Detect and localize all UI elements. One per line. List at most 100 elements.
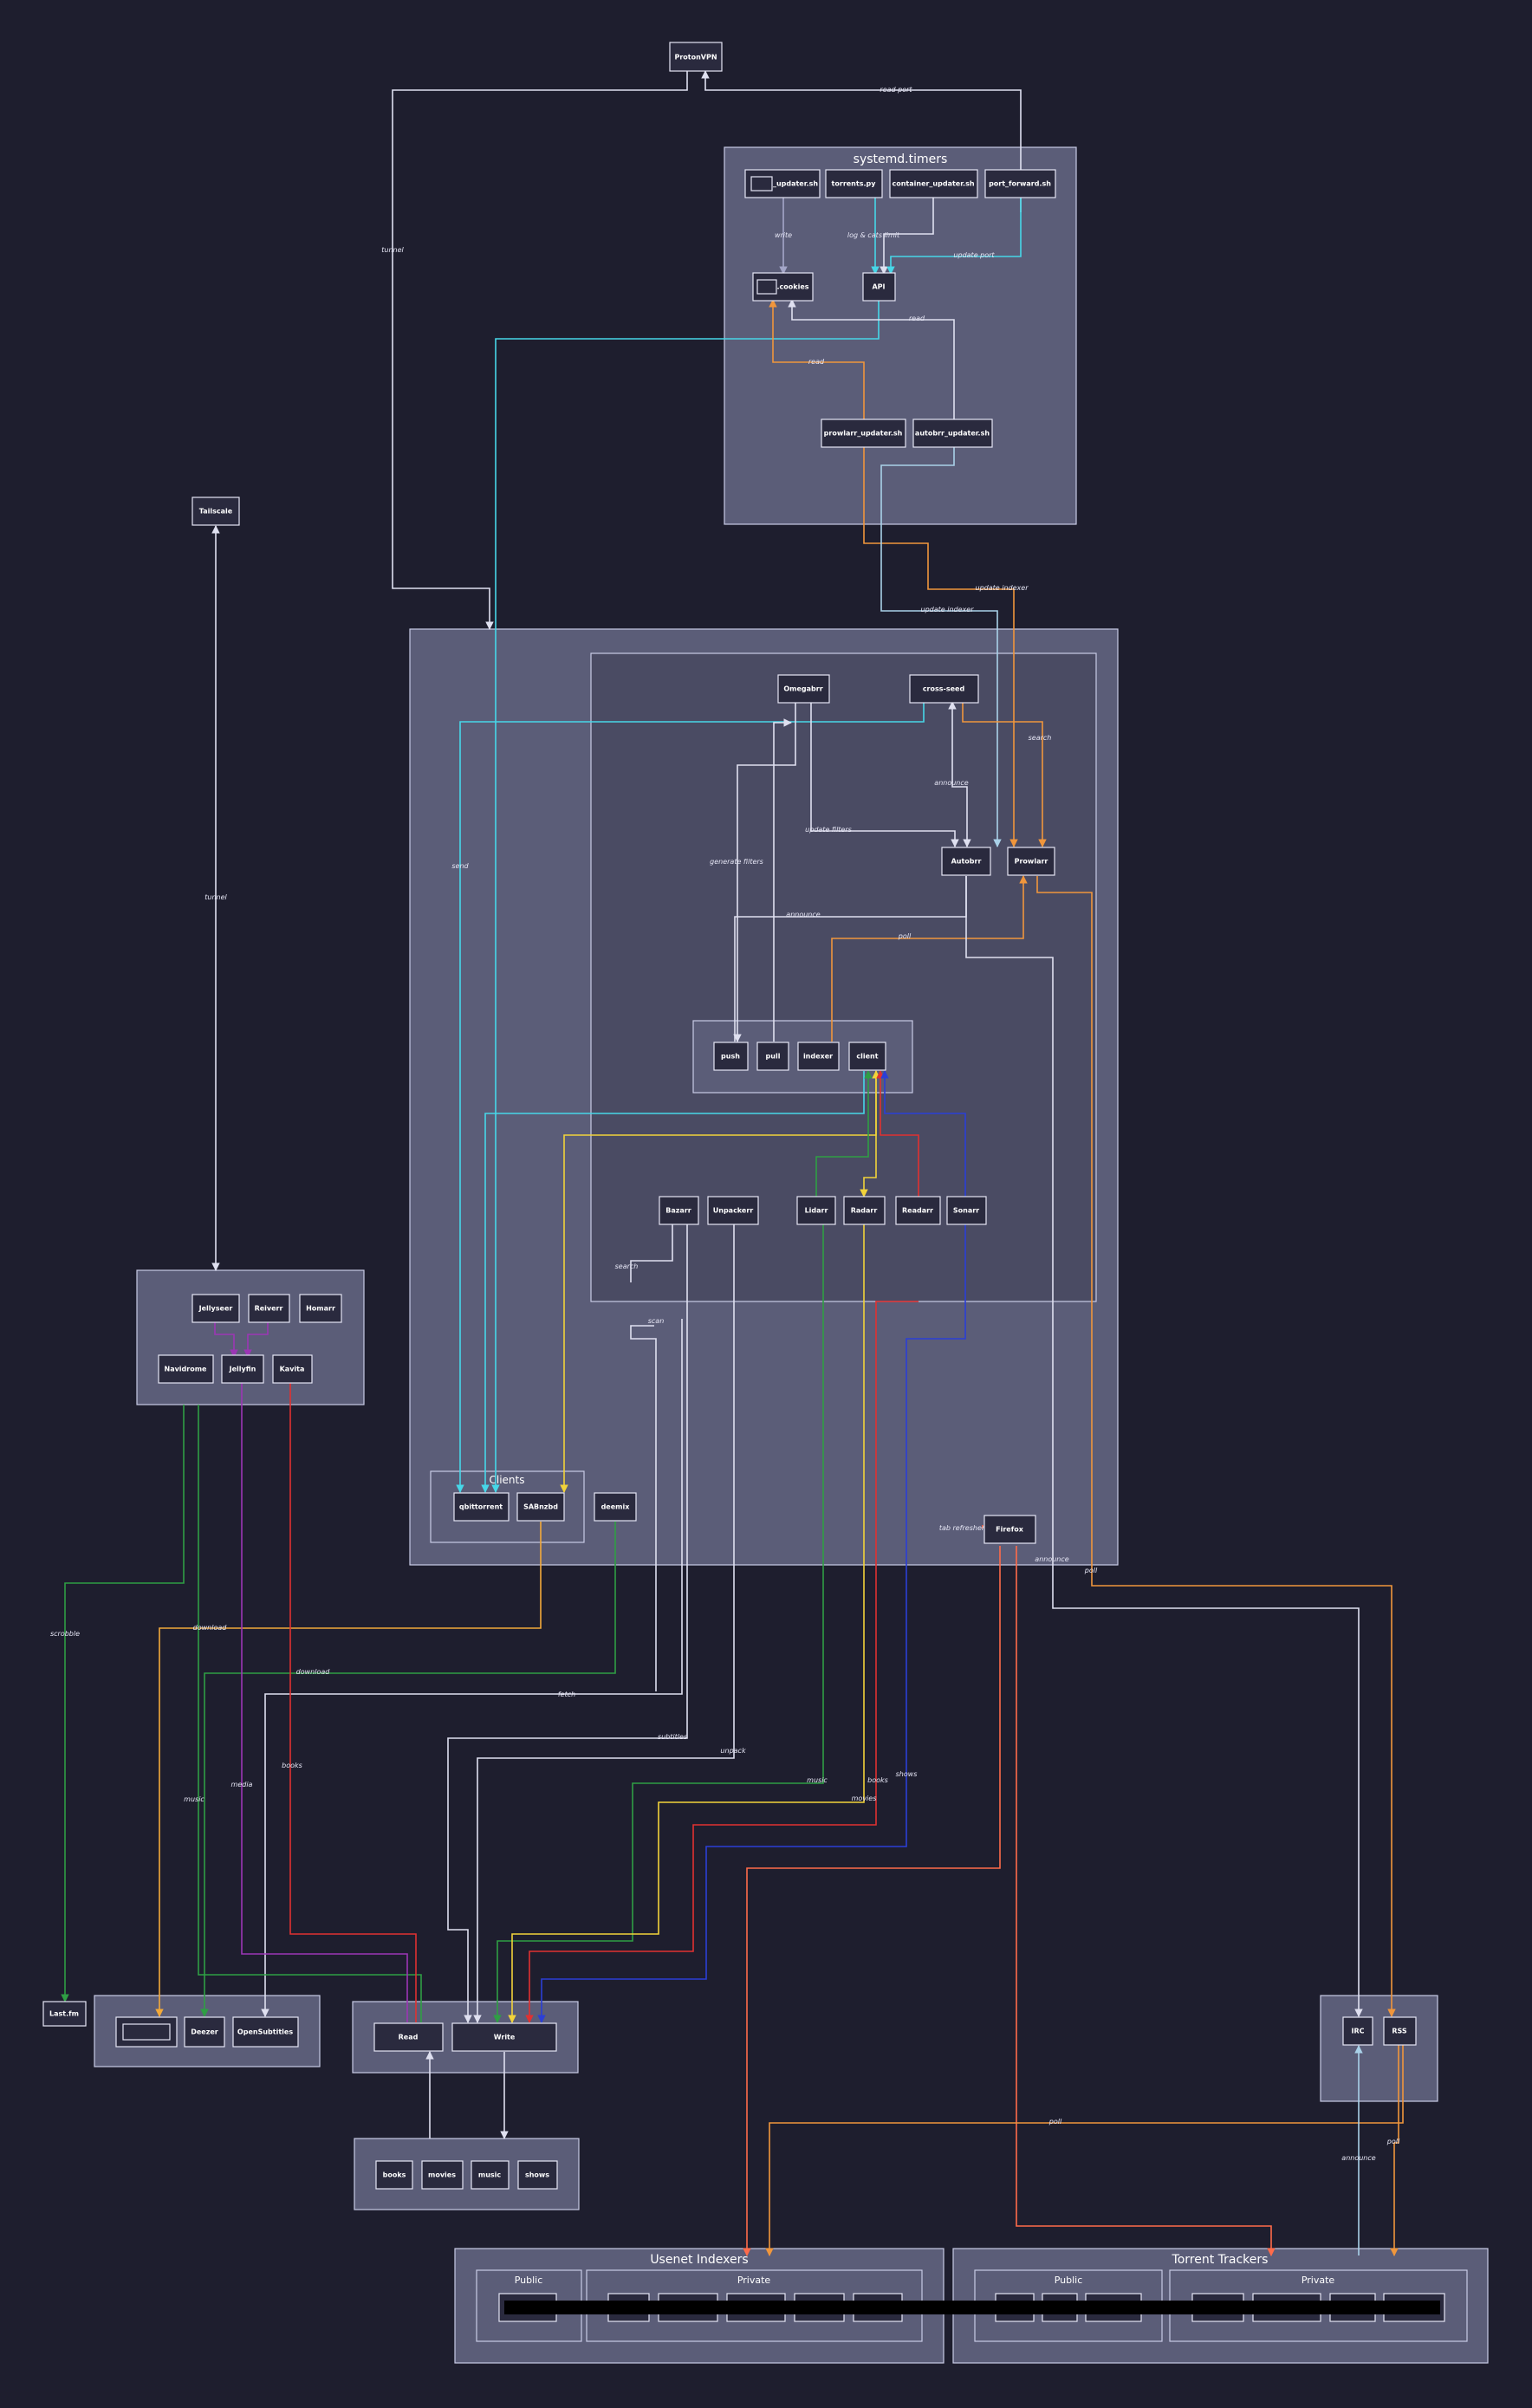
node-unpackerr[interactable]: Unpackerr (707, 1196, 759, 1225)
node-omegabrr[interactable]: Omegabrr (777, 674, 830, 704)
svg-text:API: API (872, 283, 885, 291)
node-push[interactable]: push (713, 1042, 749, 1071)
svg-text:IRC: IRC (1351, 2028, 1364, 2035)
edge-read-cookies (788, 299, 955, 421)
svg-text:Read: Read (399, 2034, 419, 2041)
edge-label: scrobble (50, 1630, 80, 1638)
edge-label: subtitles (658, 1733, 687, 1741)
edge-label: search (615, 1262, 639, 1270)
svg-text:Navidrome: Navidrome (165, 1366, 208, 1373)
node-redacted-service[interactable] (115, 2016, 178, 2048)
edge-update-port (886, 196, 1022, 275)
edge-read-prowlarr (769, 299, 865, 421)
node-opensubtitles[interactable]: OpenSubtitles (232, 2016, 299, 2048)
node-jellyseer[interactable]: Jellyseer (192, 1294, 240, 1323)
edge-prowlarr-rss (1036, 876, 1396, 2017)
node-reiverr[interactable]: Reiverr (248, 1294, 290, 1323)
edge-reiverr-jellyfin (243, 1322, 269, 1358)
node-pull[interactable]: pull (756, 1042, 789, 1071)
edge-labels: read port tunnel tunnel write log & cats… (50, 86, 1400, 2162)
node-read[interactable]: Read (373, 2022, 444, 2052)
edge-label: fetch (558, 1691, 575, 1698)
node-tailscale[interactable]: Tailscale (192, 497, 240, 526)
edge-tunnel-vpn (392, 71, 688, 630)
edge-label: send (451, 862, 469, 870)
node-protonvpn[interactable]: ProtonVPN (669, 42, 723, 72)
node-api[interactable]: API (862, 272, 896, 302)
node-write[interactable]: Write (451, 2022, 557, 2052)
svg-text:Autobrr: Autobrr (951, 858, 982, 866)
edge-label: generate filters (710, 858, 763, 866)
svg-text:torrents.py: torrents.py (832, 180, 877, 188)
node-torrents-py[interactable]: torrents.py (825, 169, 883, 198)
edge-poll-3 (765, 2031, 1404, 2256)
svg-text:Write: Write (494, 2034, 516, 2041)
svg-text:books: books (383, 2171, 406, 2179)
svg-text:RSS: RSS (1392, 2028, 1407, 2035)
edge-container-api (880, 196, 934, 275)
node-kavita[interactable]: Kavita (272, 1354, 313, 1384)
svg-text:Radarr: Radarr (851, 1207, 878, 1215)
svg-text:music: music (478, 2171, 502, 2179)
node-indexer[interactable]: indexer (797, 1042, 840, 1071)
node-updater-sh[interactable]: _updater.sh (744, 169, 821, 198)
node-navidrome[interactable]: Navidrome (158, 1354, 214, 1384)
edge-label: tunnel (381, 246, 404, 254)
node-cookies[interactable]: .cookies (752, 272, 814, 302)
edge-scan (630, 1325, 657, 1691)
node-qbittorrent[interactable]: qbittorrent (453, 1492, 510, 1522)
edge-movies (508, 1224, 865, 2023)
node-prowlarr[interactable]: Prowlarr (1007, 847, 1055, 876)
node-bazarr[interactable]: Bazarr (659, 1196, 699, 1225)
node-firefox[interactable]: Firefox (983, 1515, 1036, 1544)
edge-generate-filters (733, 702, 796, 1042)
node-rss[interactable]: RSS (1383, 2016, 1417, 2046)
edge-label: update filters (805, 826, 852, 834)
edge-send (456, 702, 925, 1493)
edge-label: read (808, 358, 825, 366)
node-autobrr[interactable]: Autobrr (941, 847, 991, 876)
node-lidarr[interactable]: Lidarr (796, 1196, 836, 1225)
edge-subtitles (447, 1224, 688, 2023)
node-lastfm[interactable]: Last.fm (42, 2001, 87, 2027)
svg-text:prowlarr_updater.sh: prowlarr_updater.sh (824, 430, 903, 438)
node-deemix[interactable]: deemix (594, 1492, 637, 1522)
node-sonarr[interactable]: Sonarr (946, 1196, 987, 1225)
node-cross-seed[interactable]: cross-seed (909, 674, 979, 704)
svg-text:qbittorrent: qbittorrent (459, 1503, 503, 1511)
edge-label: announce (1035, 1555, 1068, 1563)
node-homarr[interactable]: Homarr (299, 1294, 342, 1323)
svg-text:systemd.timers: systemd.timers (854, 153, 948, 166)
svg-text:_updater.sh: _updater.sh (773, 180, 818, 188)
node-prowlarr-updater[interactable]: prowlarr_updater.sh (821, 419, 906, 448)
edge-update-indexer-prowlarr (863, 447, 1018, 847)
node-deezer[interactable]: Deezer (184, 2016, 225, 2048)
svg-text:port_forward.sh: port_forward.sh (989, 180, 1051, 188)
node-sabnzbd[interactable]: SABnzbd (516, 1492, 565, 1522)
svg-text:Sonarr: Sonarr (953, 1207, 979, 1215)
edge-label: media (231, 1781, 253, 1788)
node-readarr[interactable]: Readarr (895, 1196, 941, 1225)
edges (61, 70, 1404, 2256)
node-autobrr-updater[interactable]: autobrr_updater.sh (912, 419, 993, 448)
node-jellyfin[interactable]: Jellyfin (221, 1354, 264, 1384)
edge-search-2 (630, 1224, 673, 1282)
svg-text:Tailscale: Tailscale (199, 508, 233, 516)
edge-label: unpack (720, 1747, 746, 1755)
node-client[interactable]: client (848, 1042, 886, 1071)
node-container-updater[interactable]: container_updater.sh (889, 169, 978, 198)
node-shows[interactable]: shows (517, 2160, 558, 2190)
edge-firefox-usenet (743, 1546, 1001, 2256)
node-radarr[interactable]: Radarr (843, 1196, 886, 1225)
node-music[interactable]: music (471, 2160, 510, 2190)
svg-text:Jellyfin: Jellyfin (229, 1366, 256, 1373)
node-port-forward[interactable]: port_forward.sh (984, 169, 1056, 198)
node-irc[interactable]: IRC (1342, 2016, 1373, 2046)
edge-label: music (807, 1776, 828, 1784)
node-books[interactable]: books (375, 2160, 413, 2190)
svg-text:OpenSubtitles: OpenSubtitles (237, 2028, 293, 2036)
node-movies[interactable]: movies (421, 2160, 464, 2190)
edge-label: download (296, 1668, 331, 1676)
edge-label: movies (852, 1795, 877, 1802)
